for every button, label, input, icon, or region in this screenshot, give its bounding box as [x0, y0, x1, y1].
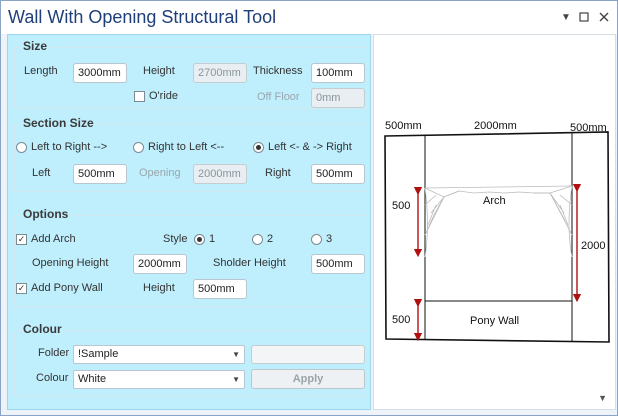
add-pony-wall-checkbox-box[interactable]: ✓	[16, 282, 27, 294]
chevron-down-icon[interactable]: ▼	[232, 375, 240, 384]
scroll-down-icon[interactable]: ▼	[598, 393, 607, 403]
thickness-input[interactable]: 100mm	[311, 63, 365, 83]
radio-both-sides-label: Left <- & -> Right	[268, 141, 352, 153]
settings-panel: Size Length 3000mm Height 2700mm Thickne…	[7, 34, 371, 410]
radio-left-to-right-dot[interactable]	[16, 141, 27, 153]
colour-select[interactable]: White ▼	[73, 370, 245, 389]
maximize-icon[interactable]	[577, 10, 591, 24]
add-pony-wall-label: Add Pony Wall	[31, 282, 103, 294]
off-floor-label: Off Floor	[257, 91, 300, 103]
shoulder-height-label: Sholder Height	[213, 257, 286, 269]
dim-right: 2000	[581, 240, 605, 252]
folder-preview	[251, 345, 365, 364]
size-group: Size Length 3000mm Height 2700mm Thickne…	[14, 39, 368, 109]
close-icon[interactable]	[597, 10, 611, 24]
override-checkbox-box[interactable]	[134, 90, 145, 102]
section-size-group: Section Size Left to Right --> Right to …	[14, 116, 368, 192]
radio-style-1[interactable]: 1	[194, 233, 215, 245]
chevron-down-icon[interactable]: ▼	[232, 350, 240, 359]
section-left-input[interactable]: 500mm	[73, 164, 127, 184]
off-floor-input[interactable]: 0mm	[311, 88, 365, 108]
options-group-title: Options	[21, 207, 71, 221]
radio-style-1-label: 1	[209, 233, 216, 245]
wall-diagram: 500mm 2000mm 500mm 500 500 2000 Arch Pon…	[384, 120, 610, 343]
add-pony-wall-checkbox[interactable]: ✓ Add Pony Wall	[16, 282, 103, 294]
opening-input[interactable]: 2000mm	[193, 164, 247, 184]
dim-left-upper: 500	[392, 200, 410, 212]
radio-right-to-left[interactable]: Right to Left <--	[133, 141, 224, 153]
radio-style-3-dot[interactable]	[311, 233, 322, 245]
opening-height-label: Opening Height	[32, 257, 109, 269]
radio-style-2-dot[interactable]	[252, 233, 263, 245]
pony-height-label: Height	[143, 282, 175, 294]
dim-left-lower: 500	[392, 314, 410, 326]
window-title: Wall With Opening Structural Tool	[8, 7, 277, 27]
dim-top-right: 500mm	[570, 122, 607, 134]
colour-select-value: White	[78, 373, 107, 385]
override-checkbox[interactable]: O'ride	[134, 90, 178, 102]
dropdown-menu-icon[interactable]: ▼	[561, 11, 571, 23]
thickness-label: Thickness	[253, 65, 303, 77]
radio-left-to-right[interactable]: Left to Right -->	[16, 141, 107, 153]
radio-style-3[interactable]: 3	[311, 233, 332, 245]
radio-left-to-right-label: Left to Right -->	[31, 141, 108, 153]
add-arch-label: Add Arch	[31, 233, 76, 245]
size-group-title: Size	[21, 39, 50, 53]
length-input[interactable]: 3000mm	[73, 63, 127, 83]
wall-outline	[384, 131, 610, 343]
radio-style-3-label: 3	[326, 233, 333, 245]
folder-select-value: !Sample	[78, 348, 119, 360]
radio-style-2[interactable]: 2	[252, 233, 273, 245]
radio-both-sides[interactable]: Left <- & -> Right	[253, 141, 352, 153]
colour-label: Colour	[36, 372, 69, 384]
title-bar: Wall With Opening Structural Tool ▼	[1, 1, 617, 34]
folder-label: Folder	[38, 347, 70, 359]
section-size-group-title: Section Size	[21, 116, 96, 130]
dim-top-mid: 2000mm	[474, 120, 517, 132]
colour-group-title: Colour	[21, 322, 64, 336]
section-right-label: Right	[265, 167, 291, 179]
folder-select[interactable]: !Sample ▼	[73, 345, 245, 364]
opening-height-input[interactable]: 2000mm	[133, 254, 187, 274]
length-label: Length	[24, 65, 58, 77]
options-group: Options ✓ Add Arch Style 1 2 3 Opening H…	[14, 207, 368, 307]
section-right-input[interactable]: 500mm	[311, 164, 365, 184]
radio-right-to-left-label: Right to Left <--	[148, 141, 225, 153]
override-label: O'ride	[149, 90, 178, 102]
height-label: Height	[143, 65, 175, 77]
radio-both-sides-dot[interactable]	[253, 141, 264, 153]
style-label: Style	[163, 233, 188, 245]
add-arch-checkbox-box[interactable]: ✓	[16, 233, 27, 245]
dim-top-left: 500mm	[385, 120, 422, 132]
shoulder-height-input[interactable]: 500mm	[311, 254, 365, 274]
preview-panel: 500mm 2000mm 500mm 500 500 2000 Arch Pon…	[373, 34, 616, 410]
arch-label: Arch	[483, 195, 506, 207]
height-input[interactable]: 2700mm	[193, 63, 247, 83]
opening-label: Opening	[139, 167, 181, 179]
pony-height-input[interactable]: 500mm	[193, 279, 247, 299]
radio-style-2-label: 2	[267, 233, 274, 245]
radio-right-to-left-dot[interactable]	[133, 141, 144, 153]
colour-group: Colour Folder !Sample ▼ Colour White ▼ A…	[14, 322, 368, 396]
pony-wall-label: Pony Wall	[470, 315, 519, 327]
radio-style-1-dot[interactable]	[194, 233, 205, 245]
apply-button[interactable]: Apply	[251, 369, 365, 389]
section-left-label: Left	[32, 167, 51, 179]
arch-shape	[424, 185, 573, 258]
add-arch-checkbox[interactable]: ✓ Add Arch	[16, 233, 76, 245]
